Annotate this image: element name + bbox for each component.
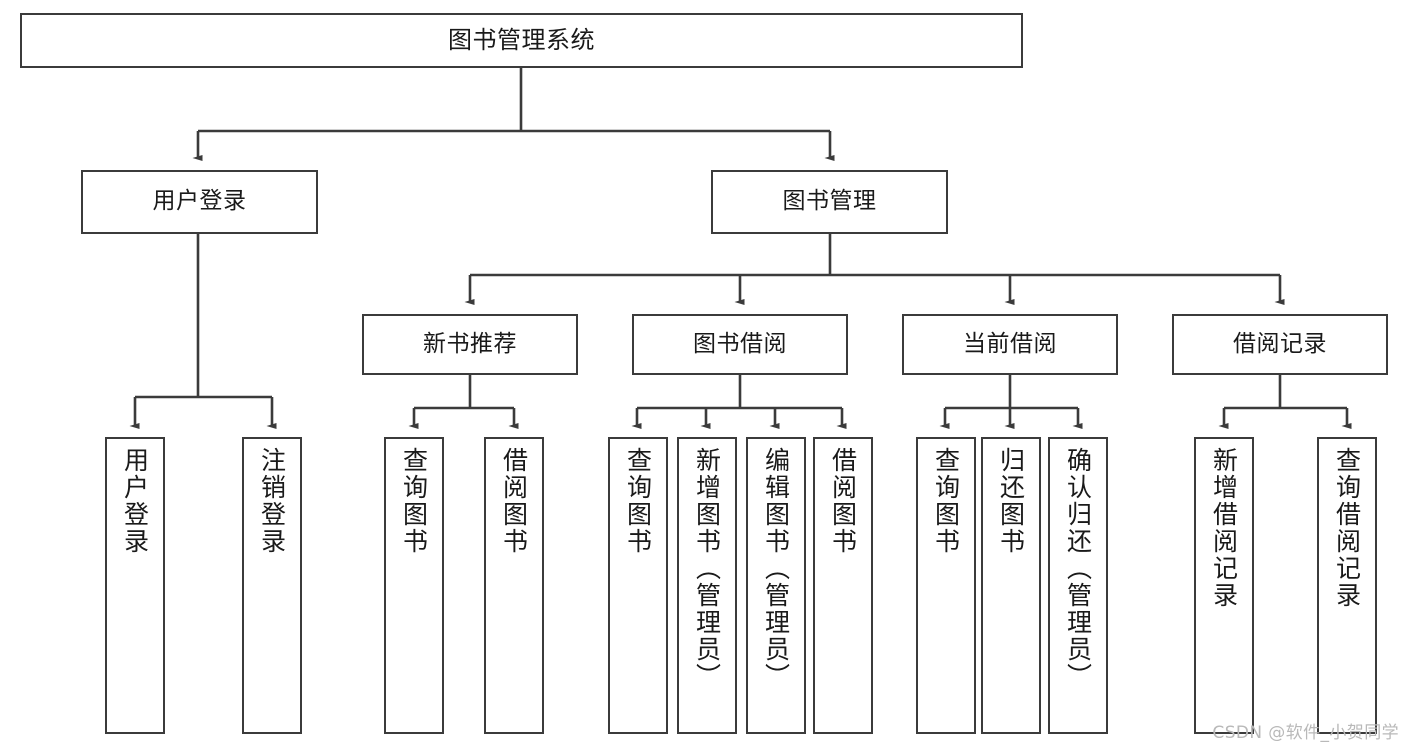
node-leaf-query-borrow-record-label: 查询借阅记录 <box>1332 447 1362 609</box>
node-root[interactable]: 图书管理系统 <box>20 13 1023 68</box>
node-leaf-return-book[interactable]: 归还图书 <box>981 437 1041 734</box>
node-book-management[interactable]: 图书管理 <box>711 170 948 234</box>
node-leaf-return-book-label: 归还图书 <box>996 447 1026 555</box>
node-leaf-user-login[interactable]: 用户登录 <box>105 437 165 734</box>
node-current-borrow[interactable]: 当前借阅 <box>902 314 1118 375</box>
node-leaf-confirm-return-admin[interactable]: 确认归还（管理员） <box>1048 437 1108 734</box>
node-book-borrow-label: 图书借阅 <box>693 330 787 357</box>
node-leaf-add-book-admin-label: 新增图书（管理员） <box>692 447 722 690</box>
node-leaf-query-book-current-label: 查询图书 <box>931 447 961 555</box>
node-leaf-query-borrow-record[interactable]: 查询借阅记录 <box>1317 437 1377 734</box>
node-leaf-edit-book-admin-label: 编辑图书（管理员） <box>761 447 791 690</box>
node-leaf-confirm-return-admin-label: 确认归还（管理员） <box>1063 447 1093 690</box>
node-leaf-borrow-book-recommend[interactable]: 借阅图书 <box>484 437 544 734</box>
node-leaf-borrow-book[interactable]: 借阅图书 <box>813 437 873 734</box>
node-leaf-logout[interactable]: 注销登录 <box>242 437 302 734</box>
node-leaf-add-borrow-record[interactable]: 新增借阅记录 <box>1194 437 1254 734</box>
node-leaf-query-book-recommend-label: 查询图书 <box>399 447 429 555</box>
node-leaf-add-borrow-record-label: 新增借阅记录 <box>1209 447 1239 609</box>
node-leaf-query-book-borrow[interactable]: 查询图书 <box>608 437 668 734</box>
node-new-book-recommend[interactable]: 新书推荐 <box>362 314 578 375</box>
node-leaf-query-book-recommend[interactable]: 查询图书 <box>384 437 444 734</box>
node-borrow-record[interactable]: 借阅记录 <box>1172 314 1388 375</box>
node-leaf-add-book-admin[interactable]: 新增图书（管理员） <box>677 437 737 734</box>
node-borrow-record-label: 借阅记录 <box>1233 330 1327 357</box>
node-current-borrow-label: 当前借阅 <box>963 330 1057 357</box>
node-root-label: 图书管理系统 <box>448 26 595 55</box>
node-user-login-label: 用户登录 <box>152 188 247 215</box>
node-book-borrow[interactable]: 图书借阅 <box>632 314 848 375</box>
node-new-book-recommend-label: 新书推荐 <box>423 330 517 357</box>
node-book-management-label: 图书管理 <box>782 188 877 215</box>
node-leaf-logout-label: 注销登录 <box>257 447 287 555</box>
node-user-login[interactable]: 用户登录 <box>81 170 318 234</box>
node-leaf-query-book-current[interactable]: 查询图书 <box>916 437 976 734</box>
node-leaf-edit-book-admin[interactable]: 编辑图书（管理员） <box>746 437 806 734</box>
node-leaf-borrow-book-recommend-label: 借阅图书 <box>499 447 529 555</box>
watermark: CSDN @软件_小贺同学 <box>1212 723 1399 743</box>
node-leaf-user-login-label: 用户登录 <box>120 447 150 555</box>
node-leaf-query-book-borrow-label: 查询图书 <box>623 447 653 555</box>
node-leaf-borrow-book-label: 借阅图书 <box>828 447 858 555</box>
